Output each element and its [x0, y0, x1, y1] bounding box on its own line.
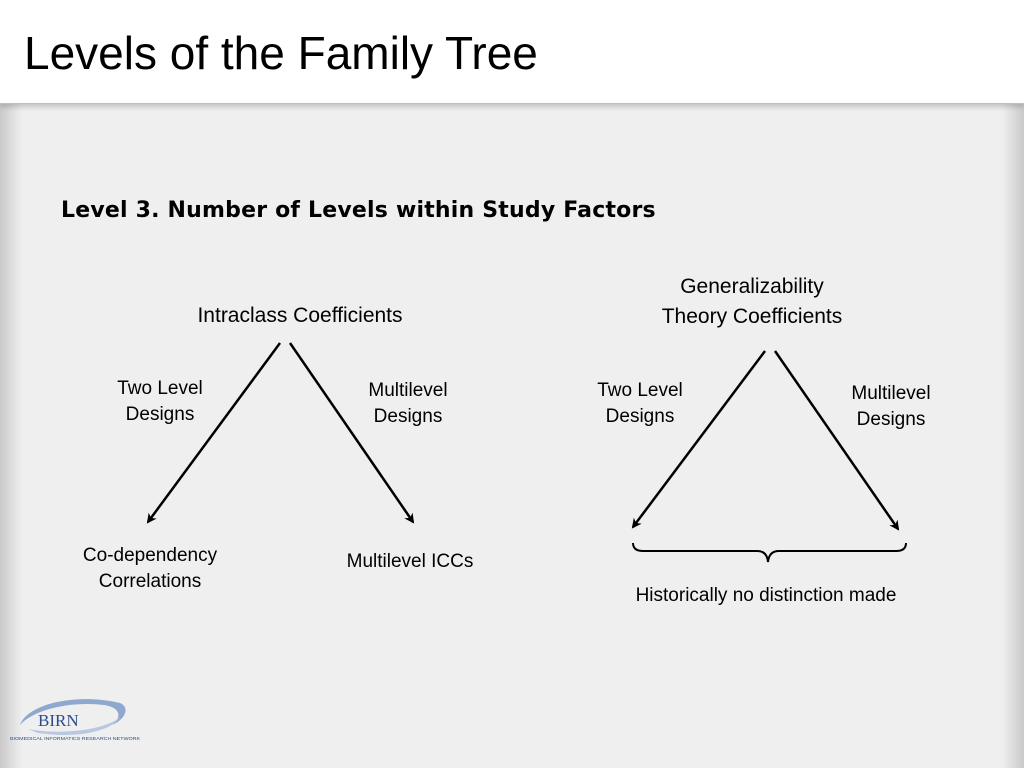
right-two-level-designs-label: Two Level Designs: [597, 380, 683, 427]
generalizability-theory-coefficients-label: Generalizability Theory Coefficients: [661, 275, 843, 328]
left-tree-left-arrow: [146, 342, 282, 524]
left-tree-right-arrow: [288, 342, 415, 524]
slide-subtitle: Level 3. Number of Levels within Study F…: [61, 198, 656, 223]
multilevel-iccs-label: Multilevel ICCs: [346, 551, 474, 572]
historically-no-distinction-label: Historically no distinction made: [635, 585, 897, 606]
co-dependency-correlations-label: Co-dependency Correlations: [82, 545, 218, 592]
curly-brace: [632, 542, 907, 563]
left-two-level-designs-label: Two Level Designs: [117, 378, 203, 425]
title-bar: Levels of the Family Tree: [0, 0, 1024, 104]
logo-swoosh: [20, 699, 126, 725]
right-multilevel-designs-label: Multilevel Designs: [851, 383, 931, 430]
logo-wordmark: BIRN: [38, 711, 79, 730]
intraclass-coefficients-label: Intraclass Coefficients: [197, 304, 403, 327]
logo-swoosh-lower: [28, 717, 120, 736]
logo-tagline: BIOMEDICAL INFORMATICS RESEARCH NETWORK: [10, 736, 141, 741]
right-tree-right-arrow: [773, 350, 900, 531]
birn-logo: BIRN BIOMEDICAL INFORMATICS RESEARCH NET…: [10, 699, 141, 741]
right-tree-left-arrow: [631, 350, 766, 529]
slide-title: Levels of the Family Tree: [24, 27, 538, 79]
left-multilevel-designs-label: Multilevel Designs: [368, 380, 448, 427]
